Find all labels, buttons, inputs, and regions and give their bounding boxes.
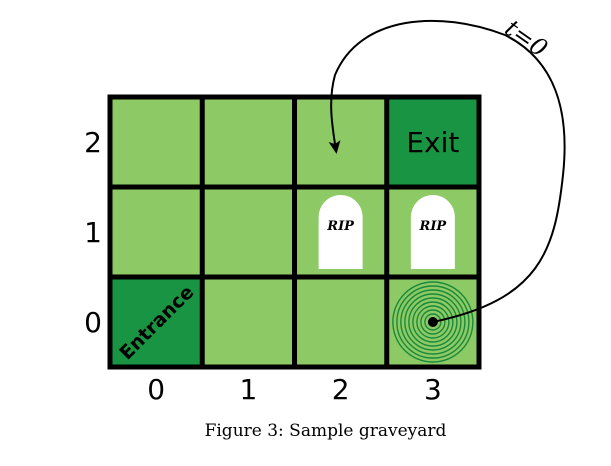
x-tick-label: 3	[424, 373, 442, 406]
axis-labels: 0 1 2 3 0 1 2	[84, 126, 442, 406]
x-tick-label: 2	[332, 373, 350, 406]
vortex-ring	[412, 301, 454, 343]
grid-cell-2-2	[294, 97, 387, 187]
vortex-ring	[404, 293, 462, 351]
grid-cell-1-2	[202, 97, 295, 187]
grid-cell-0-0	[110, 277, 203, 367]
grid-cell-3-2	[386, 97, 479, 187]
tombstone-0	[318, 195, 363, 269]
transition-arrow-label: t=0	[500, 14, 553, 63]
x-tick-label: 1	[239, 373, 257, 406]
vortex-icon	[392, 281, 474, 363]
exit-label: Exit	[406, 126, 459, 159]
grid-cell-1-1	[202, 187, 295, 277]
figure-caption: Figure 3: Sample graveyard	[204, 421, 447, 441]
grid-cell-0-1	[110, 187, 203, 277]
tombstone-label-0: RIP	[326, 219, 355, 234]
grid-lines	[107, 94, 482, 370]
x-tick-label: 0	[147, 373, 165, 406]
vortex-ring	[420, 309, 446, 335]
tombstone-label-1: RIP	[419, 219, 448, 234]
vortex-ring	[400, 289, 466, 355]
y-tick-label: 1	[84, 216, 102, 249]
tombstone-1	[410, 195, 455, 269]
grid-cell-1-0	[202, 277, 295, 367]
vortex-ring	[424, 313, 442, 331]
vortex-ring	[416, 305, 450, 339]
y-tick-label: 2	[84, 126, 102, 159]
vortex-ring	[396, 285, 470, 359]
vortex-ring	[392, 281, 474, 363]
vortex-ring	[408, 297, 458, 347]
y-tick-label: 0	[84, 306, 102, 339]
grid-cell-2-0	[294, 277, 387, 367]
grid-cell-0-2	[110, 97, 203, 187]
transition-arrow-path	[328, 19, 566, 323]
